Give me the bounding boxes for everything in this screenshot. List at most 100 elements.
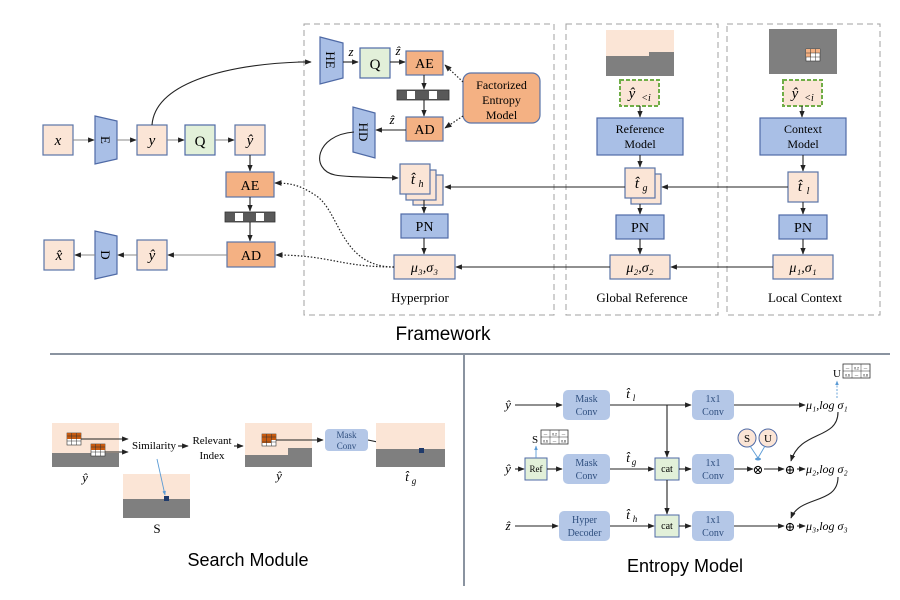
svg-text:Ref: Ref: [530, 464, 543, 474]
svg-text:Reference: Reference: [616, 122, 665, 136]
svg-text:cat: cat: [661, 464, 673, 475]
params-to-ae-connector: [274, 180, 395, 268]
u-map-grid: — 0.2 — 0.6 — 0.8: [842, 363, 871, 379]
svg-text:Q: Q: [195, 134, 206, 150]
svg-text:ŷ: ŷ: [147, 248, 156, 264]
y-to-hyper-encoder-connector: [151, 61, 301, 126]
svg-text:ŷ: ŷ: [245, 133, 254, 149]
svg-text:Mask: Mask: [575, 458, 597, 469]
svg-text:<i: <i: [804, 93, 814, 104]
svg-text:Mask: Mask: [575, 394, 597, 405]
em-row2-input: ŷ: [503, 461, 511, 476]
svg-text:g: g: [412, 476, 417, 486]
relevant-index-label-2: Index: [199, 450, 225, 462]
svg-text:cat: cat: [661, 521, 673, 532]
svg-text:Model: Model: [624, 137, 656, 151]
svg-text:Entropy: Entropy: [482, 93, 521, 107]
svg-text:Context: Context: [784, 122, 823, 136]
svg-text:HD: HD: [356, 123, 371, 142]
hyperprior-params: μ₃,σ₃: [393, 254, 456, 280]
svg-text:1x1: 1x1: [706, 458, 721, 469]
svg-text:—: —: [562, 433, 566, 437]
em-row3-cat: cat: [654, 514, 680, 538]
search-t-g-thumbnail: [376, 423, 445, 467]
svg-text:l: l: [807, 186, 810, 197]
bitstream-icon: [224, 211, 276, 223]
svg-text:Model: Model: [787, 137, 819, 151]
svg-text:—: —: [846, 367, 850, 371]
svg-text:h: h: [633, 514, 638, 524]
em-row2-conv: 1x1 Conv: [692, 454, 734, 484]
add-icon-row2: ⊕: [785, 462, 796, 477]
s-label: S: [153, 521, 160, 536]
svg-text:AE: AE: [241, 179, 260, 194]
local-pn-block: PN: [778, 214, 828, 240]
svg-text:Mask: Mask: [337, 430, 357, 440]
svg-text:μ₃,σ₃: μ₃,σ₃: [410, 261, 438, 276]
svg-text:t̂: t̂: [626, 450, 630, 465]
svg-text:Conv: Conv: [702, 471, 724, 482]
svg-text:0.6: 0.6: [845, 374, 850, 378]
reference-model-block: Reference Model: [596, 117, 684, 156]
svg-text:E: E: [98, 136, 113, 144]
svg-text:U: U: [764, 433, 772, 445]
framework-section: x E y Q ŷ AE: [42, 23, 881, 345]
svg-text:1x1: 1x1: [706, 515, 721, 526]
hyper-arithmetic-decoder-block: AD: [405, 116, 444, 142]
svg-text:AD: AD: [241, 249, 261, 264]
svg-text:0.2: 0.2: [854, 367, 859, 371]
local-context-label: Local Context: [768, 290, 842, 305]
reference-image-thumbnail: [606, 30, 674, 76]
local-context-panel: [726, 23, 881, 316]
svg-text:h: h: [419, 179, 424, 190]
x-node: x: [42, 124, 74, 156]
s-map-grid: — 0.2 — 0.6 — 0.8: [540, 429, 569, 445]
local-params: μ₁,σ₁: [772, 254, 834, 280]
svg-text:t̂: t̂: [798, 179, 803, 195]
svg-text:<i: <i: [641, 93, 651, 104]
em-row2-output: μ₂,log σ₂: [805, 462, 848, 476]
hd-to-th-connector: [319, 131, 399, 181]
em-row1-input: ŷ: [503, 397, 511, 412]
relevant-index-label-1: Relevant: [192, 435, 231, 447]
search-module-section: ŷ Similarity Relevant Index S: [52, 423, 445, 570]
add-icon-row3: ⊕: [785, 519, 796, 534]
search-module-title: Search Module: [187, 550, 308, 570]
similarity-label: Similarity: [132, 440, 177, 452]
svg-text:μ₂,σ₂: μ₂,σ₂: [625, 261, 653, 276]
context-model-block: Context Model: [759, 117, 847, 156]
svg-text:x̂: x̂: [55, 248, 63, 264]
z-label: z: [347, 44, 353, 59]
t-g-stack: t̂ g: [624, 167, 662, 205]
entropy-model-title: Entropy Model: [627, 556, 743, 576]
encoder-block: E: [94, 115, 118, 165]
u-circle: U: [758, 428, 778, 448]
z-hat-decoded-label: ẑ: [388, 112, 395, 127]
global-y-lt-box: ŷ <i: [619, 79, 660, 107]
svg-text:ŷ: ŷ: [790, 86, 799, 102]
search-y-hat-label-2: ŷ: [274, 468, 282, 483]
svg-text:PN: PN: [631, 221, 649, 236]
svg-text:ŷ: ŷ: [627, 86, 636, 102]
svg-text:Model: Model: [486, 108, 518, 122]
svg-text:D: D: [98, 250, 113, 259]
svg-text:PN: PN: [416, 220, 434, 235]
global-reference-panel: [565, 23, 719, 316]
svg-text:Conv: Conv: [337, 441, 357, 451]
svg-text:—: —: [544, 433, 548, 437]
patch-grid-icon: [261, 433, 277, 447]
svg-text:y: y: [147, 133, 156, 149]
t-l-node: t̂ l: [787, 171, 819, 203]
em-row2-mask-conv: Mask Conv: [563, 454, 610, 484]
svg-text:1x1: 1x1: [706, 394, 721, 405]
em-ref-block: Ref: [524, 457, 548, 481]
global-pn-block: PN: [615, 214, 665, 240]
x-hat-node: x̂: [43, 239, 75, 271]
svg-text:—: —: [864, 367, 868, 371]
svg-text:g: g: [632, 457, 637, 467]
decoder-block: D: [94, 230, 118, 280]
svg-text:S: S: [744, 433, 750, 445]
svg-text:Decoder: Decoder: [568, 528, 603, 539]
svg-text:0.2: 0.2: [552, 433, 557, 437]
